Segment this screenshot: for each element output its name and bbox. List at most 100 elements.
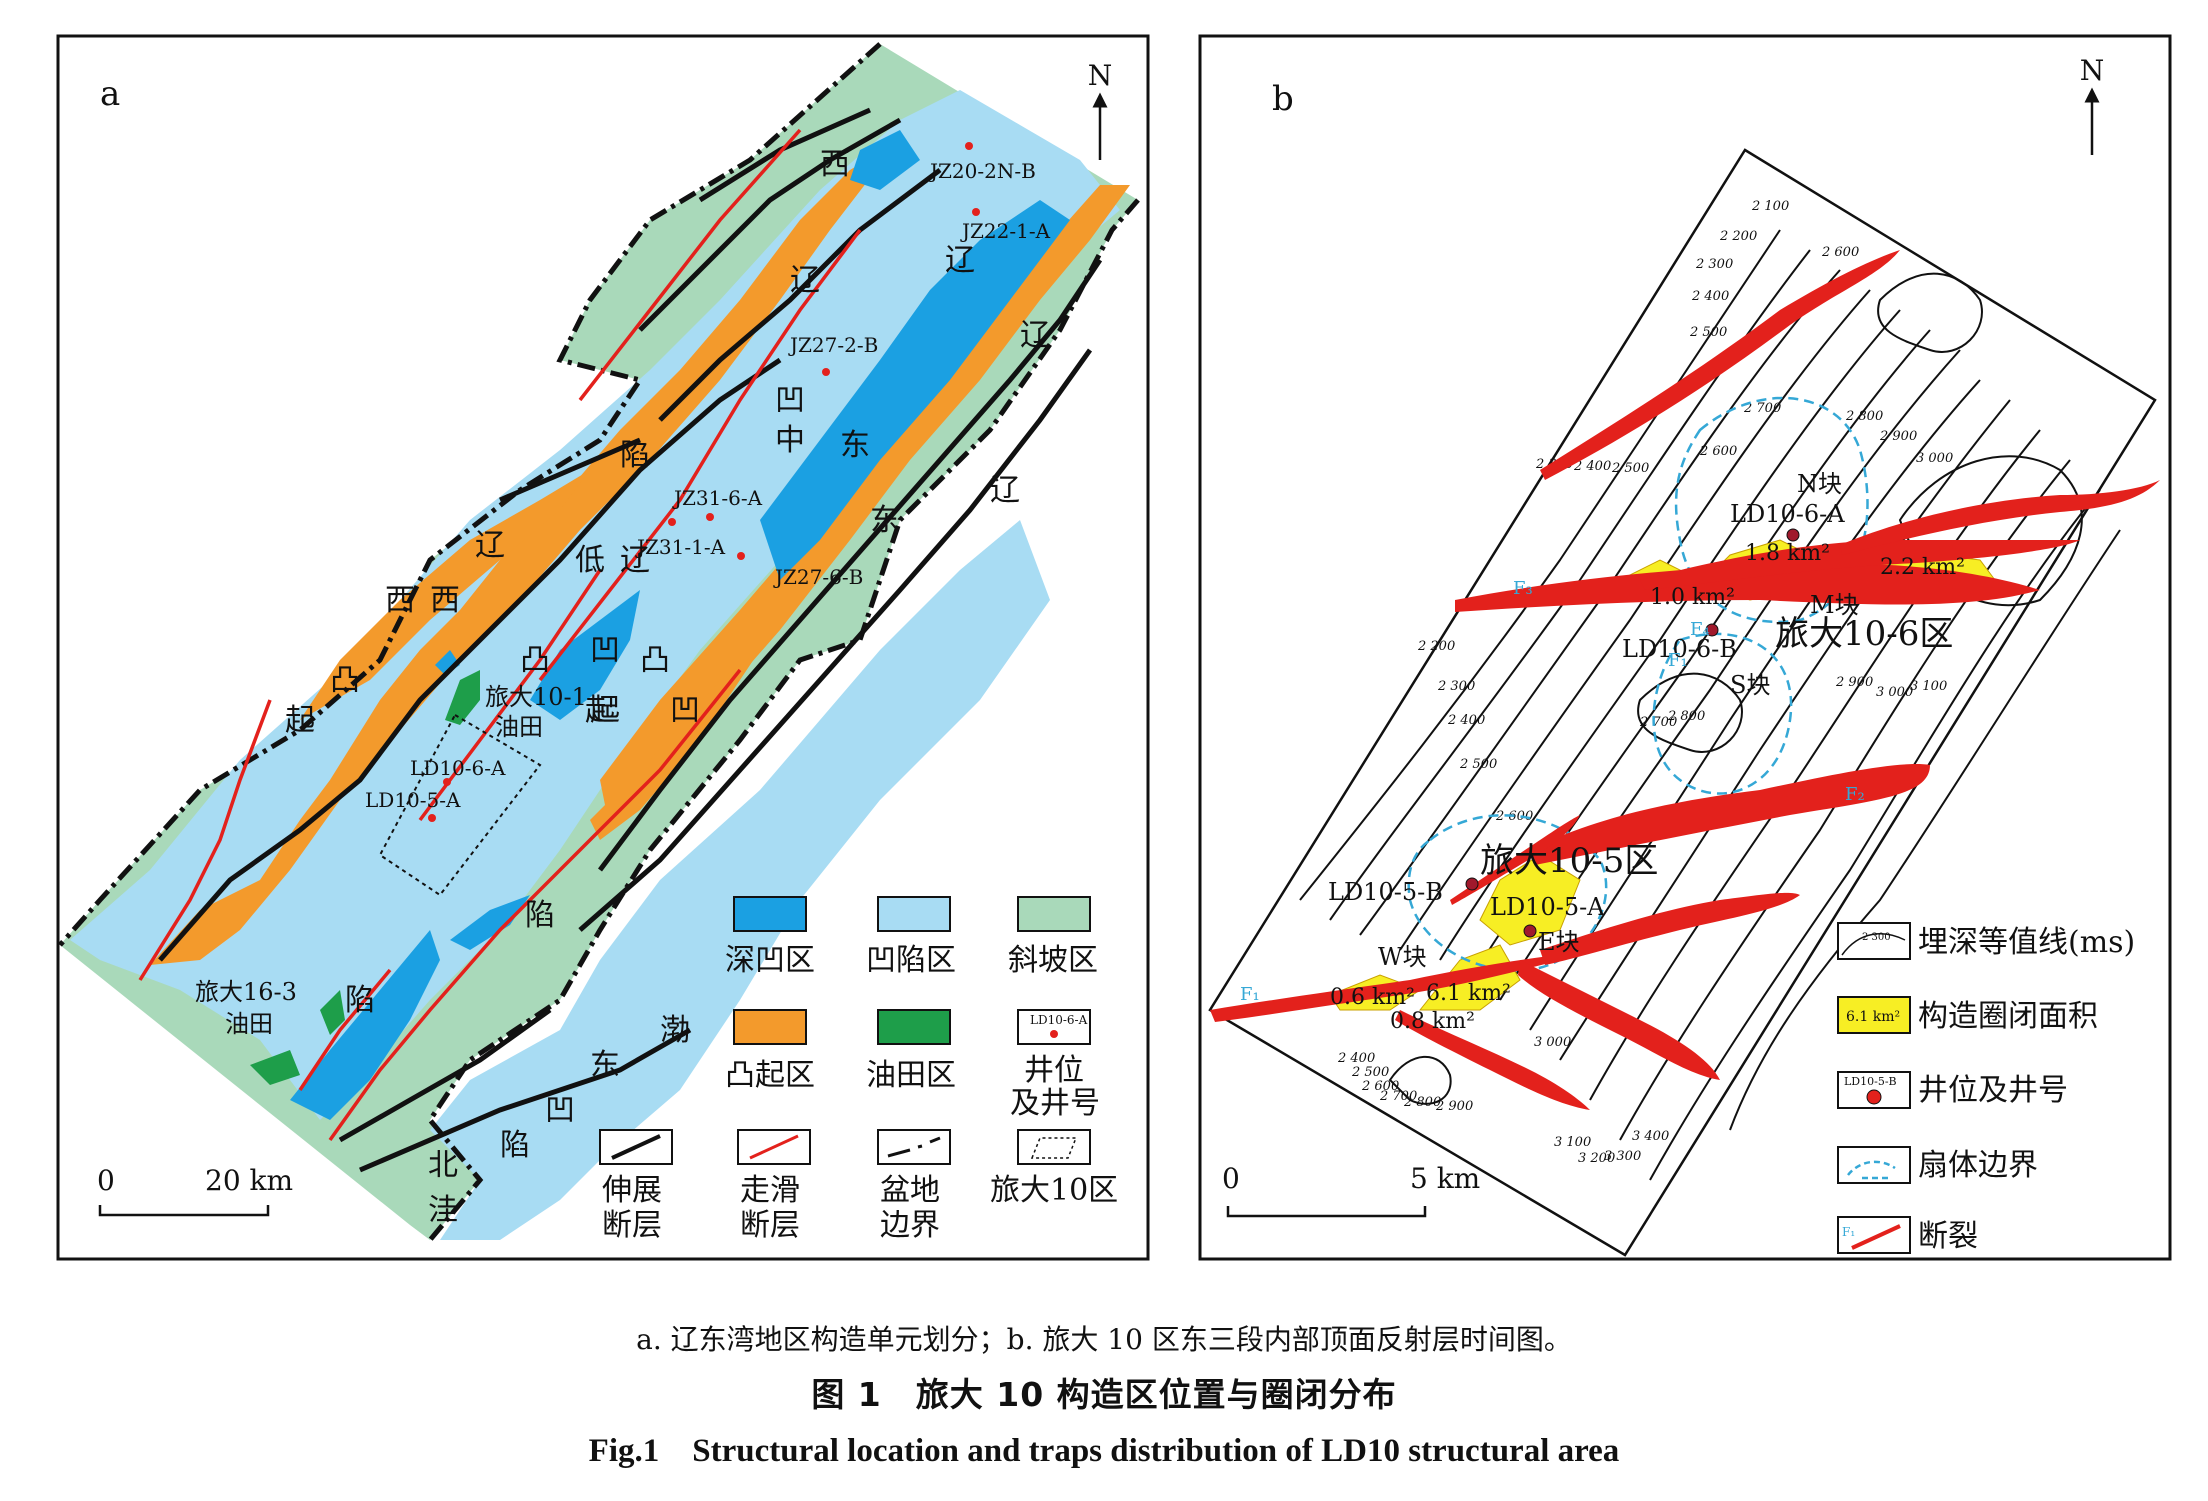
unit-char: 辽 [1020, 318, 1050, 353]
closure-label: 6.1 km² [1426, 981, 1511, 1006]
contour-labels: 2 100 2 200 2 300 2 400 2 500 2 600 2 30… [1337, 199, 1953, 1166]
unit-char: 辽 [620, 543, 650, 578]
well-label: LD10-5-B [1328, 878, 1443, 906]
legend-swatch-well [1017, 1009, 1091, 1045]
faults-b [1210, 250, 2160, 1110]
well-marker [1465, 877, 1479, 891]
well-marker [822, 368, 830, 376]
scale-bar-b: 0 5 km [1222, 1162, 1480, 1218]
strike-slip-faults [138, 128, 862, 1142]
contour-label: 3 100 [1910, 679, 1947, 694]
legend-swatch-oilfield [877, 1009, 951, 1045]
legend-swatch-deep-sag [733, 896, 807, 932]
contour-label: 2 500 [1611, 461, 1649, 476]
legend-closure-sample: 6.1 km² [1846, 1009, 1900, 1025]
area-label: 旅大10-5区 [1480, 841, 1658, 881]
oilfield-label: 旅大10-1 [485, 683, 587, 711]
legend-swatch-closure [1837, 996, 1911, 1034]
legend-label: 走滑 [740, 1173, 800, 1208]
contour-label: 3 000 [1916, 451, 1953, 466]
well-label: LD10-5-A [365, 788, 461, 812]
contour-label: 2 500 [1689, 325, 1727, 340]
well-marker [1523, 924, 1537, 938]
extensional-faults [158, 107, 1103, 1173]
well-label: LD10-6-A [410, 756, 506, 780]
scale-distance: 20 km [205, 1164, 293, 1197]
contour-label: 2 800 [1667, 709, 1705, 724]
caption-chinese: 图 1 旅大 10 构造区位置与圈闭分布 [811, 1375, 1397, 1414]
well-label: LD10-6-A [1730, 500, 1845, 528]
legend-label: 埋深等值线(ms) [1918, 925, 2135, 960]
oilfield-label: 油田 [495, 713, 543, 741]
legend-label: 及井号 [1010, 1086, 1100, 1121]
contour-label: 2 900 [1835, 675, 1873, 690]
legend-label: 旅大10区 [990, 1173, 1118, 1208]
contour-label: 2 600 [1821, 245, 1859, 260]
basin-boundary-icon [887, 1136, 941, 1158]
unit-char: 辽 [475, 528, 505, 563]
contour-label: 3 200 [1578, 1151, 1615, 1166]
legend-swatch-fault [1837, 1216, 1911, 1254]
fault-label: F₄ [1690, 619, 1710, 640]
unit-char: 西 [430, 583, 460, 618]
contour-label: 3 400 [1632, 1129, 1669, 1144]
north-label: N [1088, 59, 1113, 92]
fault-label: F₁ [1240, 984, 1260, 1005]
unit-char: 辽 [790, 263, 820, 298]
closure-label: 0.8 km² [1390, 1009, 1475, 1034]
well-label: JZ22-1-A [960, 219, 1051, 243]
basin-map [58, 42, 1140, 1242]
unit-char: 辽 [945, 243, 975, 278]
contour-label: 2 400 [1337, 1051, 1375, 1066]
well-marker [972, 208, 980, 216]
legend-label: 斜坡区 [1008, 943, 1098, 978]
well-label: JZ27-2-B [788, 333, 878, 357]
panel-a-letter: a [100, 74, 120, 114]
contour-label: 2 800 [1845, 409, 1883, 424]
legend-well-sample: LD10-5-B [1844, 1075, 1897, 1088]
scale-zero: 0 [97, 1164, 115, 1197]
unit-char: 东 [840, 428, 870, 463]
well-marker [428, 814, 436, 822]
well-marker-icon [1866, 1089, 1882, 1105]
unit-char: 陷 [500, 1128, 530, 1163]
legend-label: 井位及井号 [1918, 1073, 2068, 1108]
contour-label: 2 300 [1695, 257, 1733, 272]
well-label: LD10-5-A [1490, 893, 1605, 921]
legend-swatch-contour [1837, 922, 1911, 960]
block-label: W块 [1378, 943, 1427, 971]
ld10-area-icon [1030, 1137, 1078, 1159]
legend-swatch-slope [1017, 896, 1091, 932]
unit-char: 凹 [590, 633, 620, 668]
unit-char: 辽 [990, 473, 1020, 508]
closure-label: 1.0 km² [1650, 585, 1735, 610]
unit-char: 凹 [775, 383, 805, 418]
fault-label: F₂ [1845, 784, 1865, 805]
basin-boundary [426, 198, 1140, 1242]
block-label: N块 [1797, 470, 1842, 498]
legend-swatch-basin [877, 1129, 951, 1165]
north-label: N [2080, 54, 2105, 87]
unit-char: 陷 [620, 438, 650, 473]
legend-label: 边界 [880, 1208, 940, 1243]
unit-char: 起 [285, 703, 315, 738]
legend-label: 深凹区 [725, 943, 815, 978]
uplift-zone [600, 185, 1130, 830]
well-marker [668, 518, 676, 526]
unit-labels: 西 辽 凹 陷 辽 西 凸 起 辽 西 低 凸 起 辽 中 凹 陷 辽 东 凸 … [285, 147, 1050, 1228]
contour-label: 2 300 [1437, 679, 1475, 694]
legend-b: 2 300 埋深等值线(ms) 6.1 km² 构造圈闭面积 LD10-5-B … [1837, 922, 2135, 1254]
oilfield-labels: 旅大10-1 油田 旅大16-3 油田 [195, 683, 587, 1038]
well-marker [737, 552, 745, 560]
legend-label: 断层 [602, 1208, 662, 1243]
unit-char: 陷 [345, 983, 375, 1018]
ld10-area-outline [378, 713, 542, 897]
fault-icon [1851, 1224, 1901, 1250]
legend-well-sample: LD10-6-A [1030, 1013, 1088, 1027]
contour-label: 2 800 [1403, 1095, 1441, 1110]
unit-char: 起 [590, 693, 620, 728]
well-marker [1705, 623, 1719, 637]
contour-label: 2 900 [1879, 429, 1917, 444]
deep-sag-zone [450, 895, 530, 950]
